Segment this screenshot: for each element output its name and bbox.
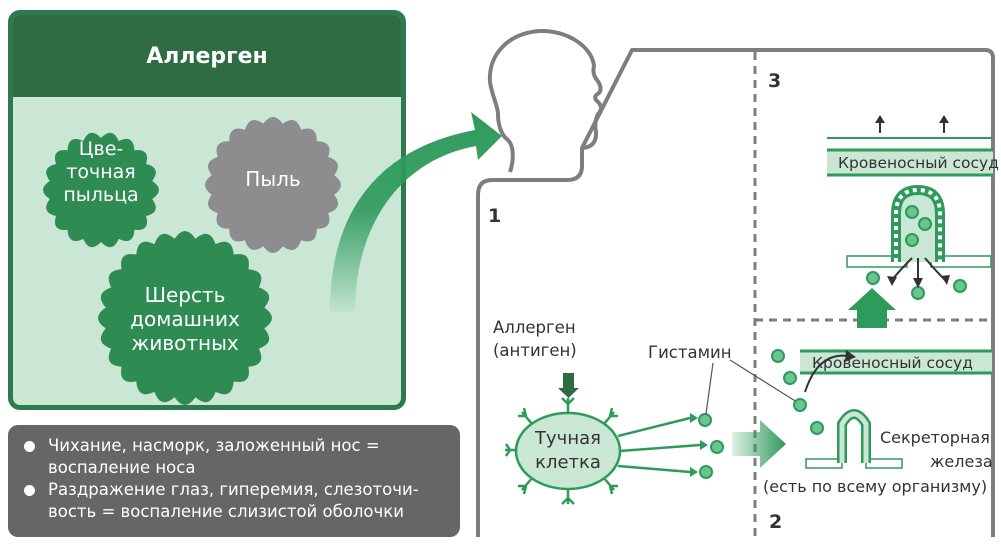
- histamine-label: Гистамин: [648, 343, 732, 362]
- secretory-gland-label: Секреторная: [880, 428, 990, 447]
- blood-vessel-label-top: Кровеносный сосуд: [838, 154, 999, 172]
- step-3-label: 3: [768, 70, 781, 92]
- mast-cell: [516, 413, 620, 489]
- everywhere-label: (есть по всему организму): [763, 477, 987, 496]
- allergen-antigen-sublabel: (антиген): [493, 341, 577, 360]
- step-2-arrow: [732, 420, 786, 468]
- step-3-arrow: [848, 288, 896, 328]
- mast-cell-label: Тучная: [534, 428, 601, 449]
- step-1-label: 1: [488, 205, 501, 227]
- antigen-marker: [558, 373, 579, 398]
- histamine-pointer: [706, 360, 800, 414]
- allergen-antigen-label: Аллерген: [493, 318, 576, 337]
- mast-cell-sublabel: клетка: [535, 452, 601, 473]
- histamine-release: [618, 413, 723, 478]
- step-3-gland: [847, 190, 991, 267]
- secretory-gland-sublabel: железа: [930, 452, 993, 471]
- step-2-label: 2: [769, 511, 782, 533]
